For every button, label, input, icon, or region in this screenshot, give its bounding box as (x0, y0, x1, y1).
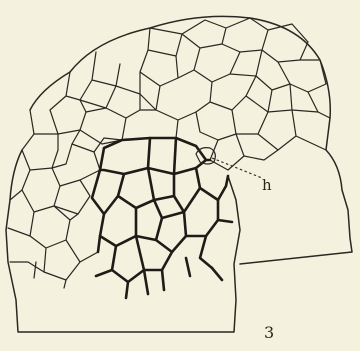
cell-label-h: h (262, 176, 272, 194)
cell-h (196, 148, 262, 178)
dividing-cell-group (92, 138, 232, 298)
figure-number: 3 (264, 323, 274, 342)
label-leader-line (212, 158, 262, 178)
